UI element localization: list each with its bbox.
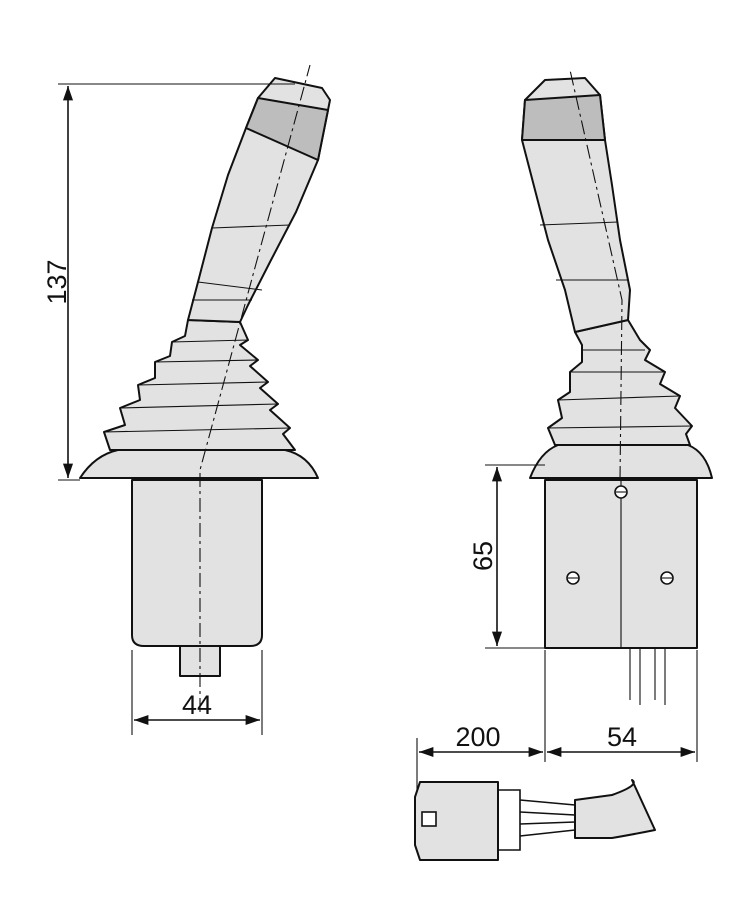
dimension-200: 200 bbox=[416, 650, 698, 790]
front-base-housing bbox=[131, 479, 263, 647]
front-centerline bbox=[199, 64, 311, 712]
dimension-54: 54 bbox=[547, 722, 695, 758]
dimension-label-54: 54 bbox=[607, 722, 637, 752]
side-cable-stubs bbox=[629, 648, 666, 705]
dimension-label-44: 44 bbox=[182, 690, 212, 720]
side-view-joystick bbox=[521, 69, 713, 705]
side-flange bbox=[529, 444, 713, 479]
front-flange bbox=[79, 449, 319, 479]
front-view-joystick bbox=[79, 64, 331, 712]
dimension-label-200: 200 bbox=[455, 722, 500, 752]
screw-icon bbox=[566, 485, 674, 585]
front-bellows-ridges bbox=[103, 339, 291, 433]
dimension-65: 65 bbox=[468, 464, 545, 649]
side-handle bbox=[521, 77, 631, 333]
front-grip-knurl bbox=[245, 97, 329, 161]
dimension-44: 44 bbox=[131, 650, 263, 735]
front-handle-segments bbox=[192, 224, 291, 301]
cable-connector bbox=[414, 779, 656, 861]
front-bellows bbox=[103, 319, 296, 451]
dimension-label-65: 65 bbox=[468, 541, 498, 571]
side-grip-knurl bbox=[521, 94, 606, 141]
side-centerline bbox=[569, 69, 623, 481]
dimension-137: 137 bbox=[42, 83, 295, 481]
side-bellows bbox=[547, 319, 693, 446]
side-bellows-ridges bbox=[547, 349, 693, 429]
dimension-label-137: 137 bbox=[42, 259, 72, 304]
